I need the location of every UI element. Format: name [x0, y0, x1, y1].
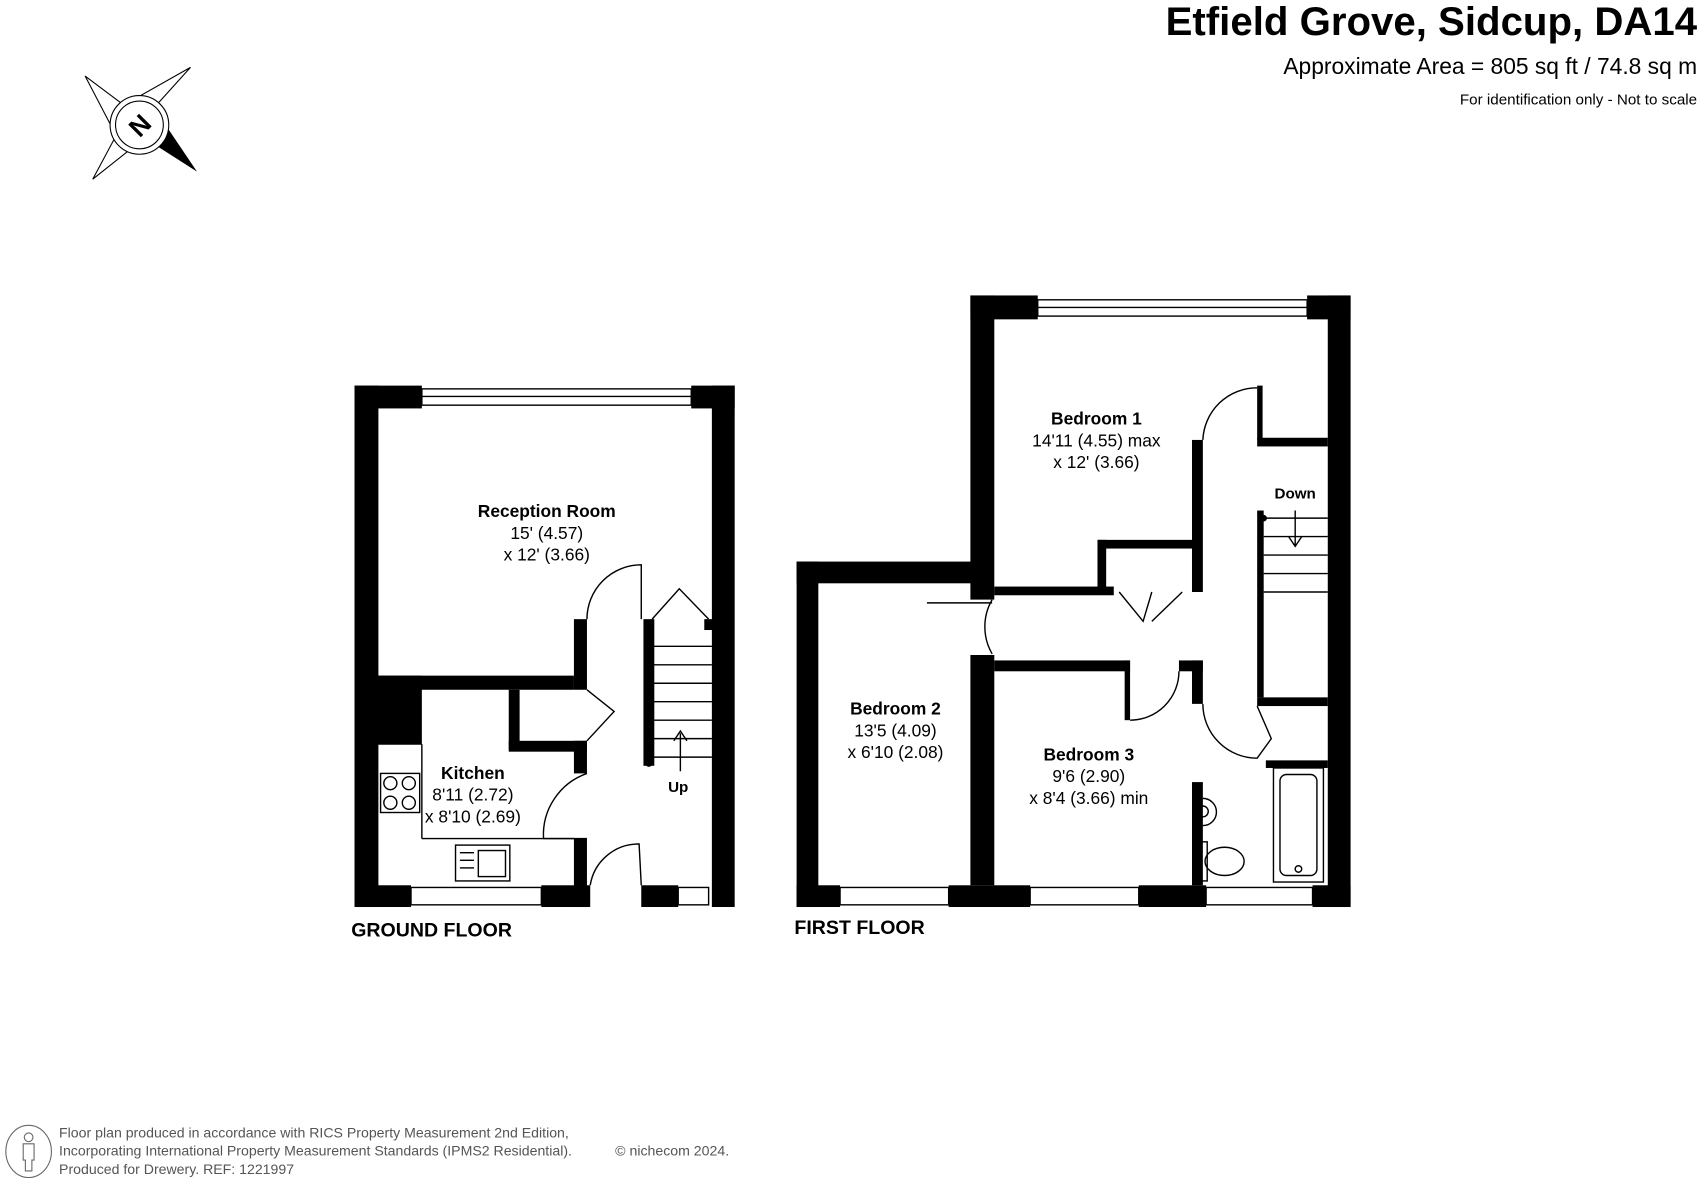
stairs-up-label: Up	[668, 779, 688, 796]
footer-line-1: Floor plan produced in accordance with R…	[59, 1124, 569, 1140]
approximate-area: Approximate Area = 805 sq ft / 74.8 sq m	[1283, 53, 1697, 79]
compass-icon: N	[84, 66, 197, 180]
basin-icon	[1196, 797, 1218, 827]
svg-text:Bedroom 3: Bedroom 3	[1043, 744, 1134, 764]
footer-line-2: Incorporating International Property Mea…	[59, 1143, 572, 1159]
toilet-icon	[1193, 841, 1245, 882]
svg-text:15' (4.57): 15' (4.57)	[510, 523, 583, 543]
ground-floor-plan: Up Reception Room 15' (4.57) x 12' (3.66…	[351, 385, 735, 941]
svg-text:13'5 (4.09): 13'5 (4.09)	[854, 720, 936, 740]
room-reception: Reception Room 15' (4.57) x 12' (3.66)	[478, 501, 616, 564]
stairs-down-label: Down	[1275, 486, 1316, 503]
page-title: Etfield Grove, Sidcup, DA14	[1166, 0, 1698, 44]
footer-line-3: Produced for Drewery. REF: 1221997	[59, 1161, 294, 1177]
svg-text:x 6'10 (2.08): x 6'10 (2.08)	[847, 742, 943, 762]
svg-text:x 12' (3.66): x 12' (3.66)	[504, 544, 590, 564]
sink-icon	[454, 844, 511, 882]
ipms-person-icon	[5, 1124, 52, 1179]
svg-text:Kitchen: Kitchen	[441, 763, 505, 783]
room-bedroom-2: Bedroom 2 13'5 (4.09) x 6'10 (2.08)	[847, 699, 943, 762]
svg-text:x 8'10 (2.69): x 8'10 (2.69)	[425, 806, 521, 826]
svg-text:Bedroom 1: Bedroom 1	[1051, 409, 1142, 429]
hob-icon	[379, 772, 421, 814]
room-bedroom-3: Bedroom 3 9'6 (2.90) x 8'4 (3.66) min	[1029, 744, 1148, 807]
svg-text:x 8'4 (3.66) min: x 8'4 (3.66) min	[1029, 788, 1148, 808]
svg-text:9'6 (2.90): 9'6 (2.90)	[1052, 766, 1125, 786]
bath-icon	[1272, 767, 1325, 883]
first-floor-label: FIRST FLOOR	[794, 917, 924, 939]
ground-floor-label: GROUND FLOOR	[351, 919, 512, 941]
svg-text:x 12' (3.66): x 12' (3.66)	[1053, 452, 1139, 472]
svg-text:8'11 (2.72): 8'11 (2.72)	[432, 785, 513, 805]
footer-copyright: © nichecom 2024.	[615, 1143, 729, 1159]
stairs	[1260, 510, 1328, 593]
svg-text:Reception Room: Reception Room	[478, 501, 616, 521]
disclaimer: For identification only - Not to scale	[1460, 91, 1697, 108]
first-floor-plan: Down Bedroom 1 14'11 (4.55) max x 12' (3…	[794, 295, 1351, 939]
svg-text:14'11 (4.55) max: 14'11 (4.55) max	[1032, 430, 1161, 450]
room-bedroom-1: Bedroom 1 14'11 (4.55) max x 12' (3.66)	[1032, 409, 1161, 472]
stairs	[645, 645, 712, 772]
room-kitchen: Kitchen 8'11 (2.72) x 8'10 (2.69)	[425, 763, 521, 826]
svg-text:Bedroom 2: Bedroom 2	[850, 699, 941, 719]
